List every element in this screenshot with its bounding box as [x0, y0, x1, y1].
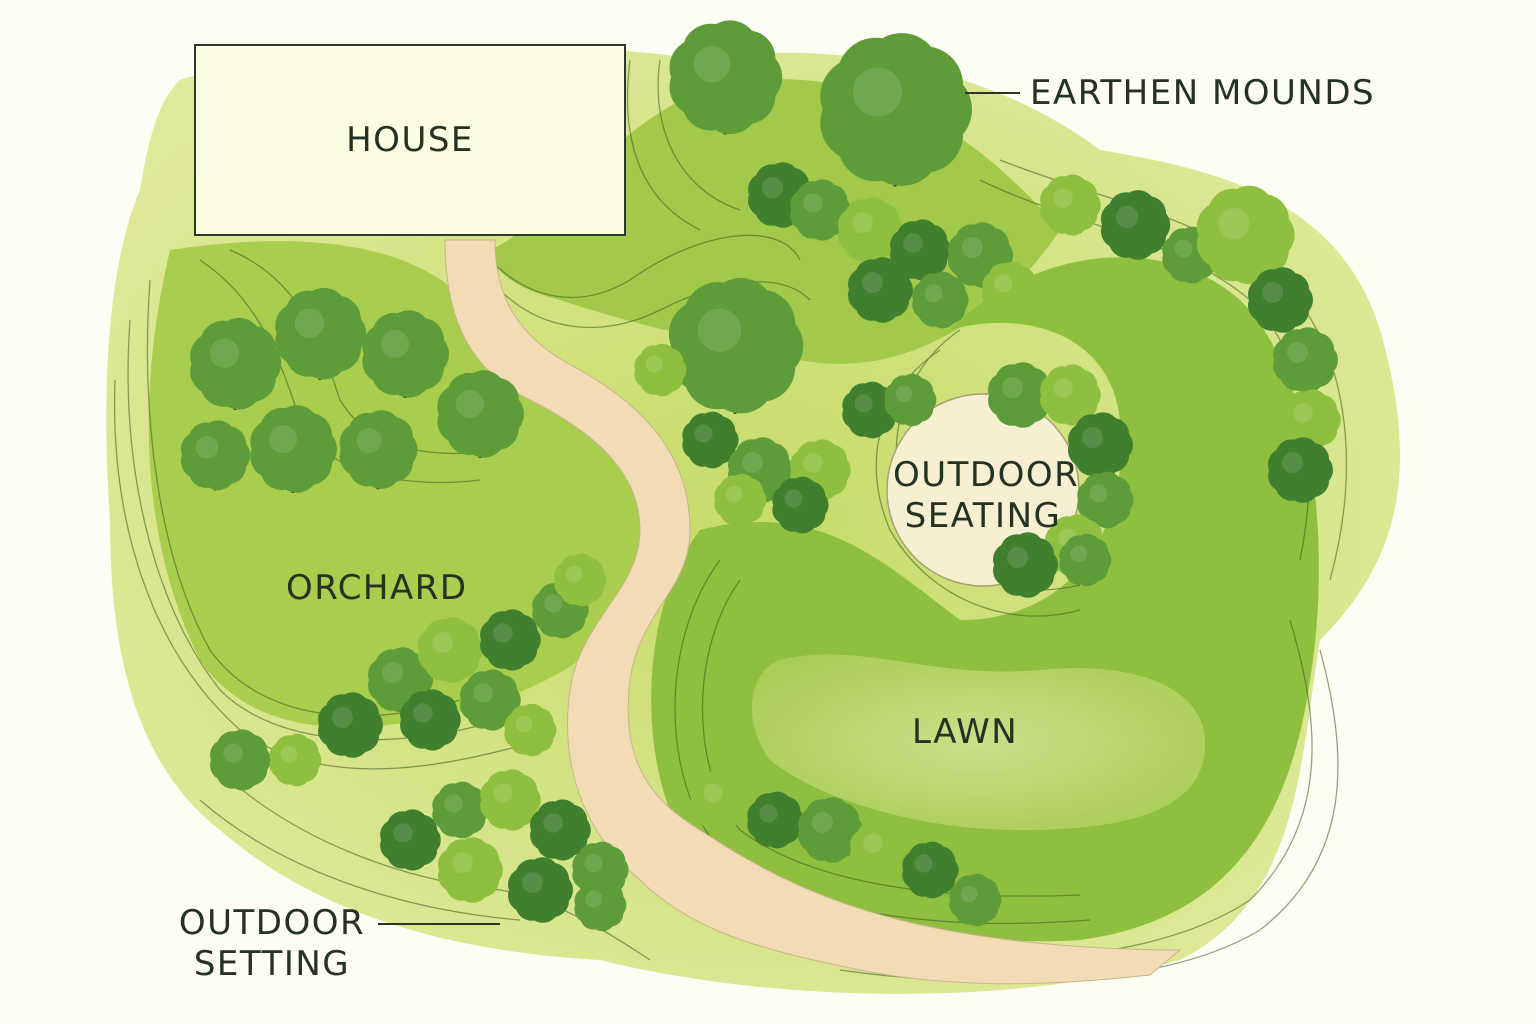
- shrub-icon: [574, 878, 627, 932]
- orchard-label: ORCHARD: [286, 568, 468, 608]
- shrub-icon: [1100, 190, 1171, 260]
- tree-canopy-icon: [668, 278, 804, 414]
- shrub-icon: [682, 411, 739, 469]
- shrub-icon: [1068, 412, 1133, 478]
- tree-canopy-icon: [820, 33, 972, 186]
- garden-path: [444, 239, 1182, 985]
- tree-canopy-icon: [250, 405, 337, 493]
- tree-canopy-icon: [437, 370, 524, 458]
- outdoor-seating-line2: SEATING: [904, 495, 1062, 536]
- shrub-icon: [890, 219, 951, 281]
- shrub-icon: [772, 476, 829, 534]
- outdoor-setting-line2: SETTING: [193, 943, 351, 984]
- house-building: HOUSE: [194, 44, 626, 236]
- tree-canopy-icon: [275, 287, 367, 380]
- tree-canopy-icon: [180, 420, 251, 491]
- shrub-icon: [884, 373, 937, 427]
- lawn-inner: [751, 654, 1206, 830]
- shrub-icon: [948, 222, 1013, 288]
- shrub-icon: [1280, 389, 1341, 451]
- tree-canopy-icon: [190, 317, 282, 410]
- shrub-icon: [1268, 437, 1333, 503]
- house-label: HOUSE: [346, 120, 474, 160]
- shrub-icon: [1248, 267, 1313, 333]
- shrub-icon: [838, 197, 903, 263]
- shrub-icon: [438, 837, 503, 903]
- shrub-icon: [480, 769, 541, 831]
- tree-canopy-icon: [362, 310, 449, 398]
- shrub-icon: [210, 729, 271, 791]
- shrub-icon: [480, 609, 541, 671]
- shrub-icon: [1196, 185, 1295, 285]
- shrub-icon: [902, 841, 959, 899]
- shrub-icon: [912, 271, 969, 329]
- lawn-label: LAWN: [912, 712, 1019, 752]
- shrub-icon: [380, 809, 441, 871]
- shrub-icon: [418, 617, 483, 683]
- shrub-icon: [554, 553, 607, 607]
- outdoor-seating-label: OUTDOOR SEATING: [893, 455, 1080, 537]
- shrub-icon: [1273, 327, 1338, 393]
- shrub-icon: [714, 473, 767, 527]
- shrub-icon: [508, 857, 573, 923]
- shrub-icon: [1077, 471, 1134, 529]
- outdoor-setting-line1: OUTDOOR: [178, 903, 366, 943]
- shrub-icon: [850, 819, 911, 881]
- shrub-icon: [1040, 174, 1101, 236]
- shrub-icon: [530, 799, 591, 861]
- tree-canopy-icon: [669, 20, 783, 134]
- shrub-icon: [634, 343, 687, 397]
- outdoor-seating-line1: OUTDOOR: [893, 455, 1080, 495]
- shrub-icon: [982, 261, 1039, 319]
- tree-canopy-icon: [339, 410, 418, 489]
- shrub-icon: [318, 692, 383, 758]
- shrub-icon: [747, 791, 804, 849]
- shrub-icon: [432, 781, 489, 839]
- shrub-icon: [269, 733, 322, 787]
- shrub-icon: [798, 797, 863, 863]
- trees-layer: [180, 20, 1341, 932]
- shrub-icon: [949, 873, 1002, 927]
- shrub-icon: [1059, 533, 1112, 587]
- shrub-icon: [690, 769, 751, 831]
- earthen-mounds-label: EARTHEN MOUNDS: [1030, 73, 1376, 113]
- shrub-icon: [1040, 364, 1101, 426]
- shrub-icon: [993, 532, 1058, 598]
- shrub-icon: [848, 257, 913, 323]
- shrub-icon: [504, 703, 557, 757]
- shrub-icon: [572, 841, 629, 899]
- shrub-icon: [400, 689, 461, 751]
- outdoor-setting-label: OUTDOOR SETTING: [172, 903, 372, 985]
